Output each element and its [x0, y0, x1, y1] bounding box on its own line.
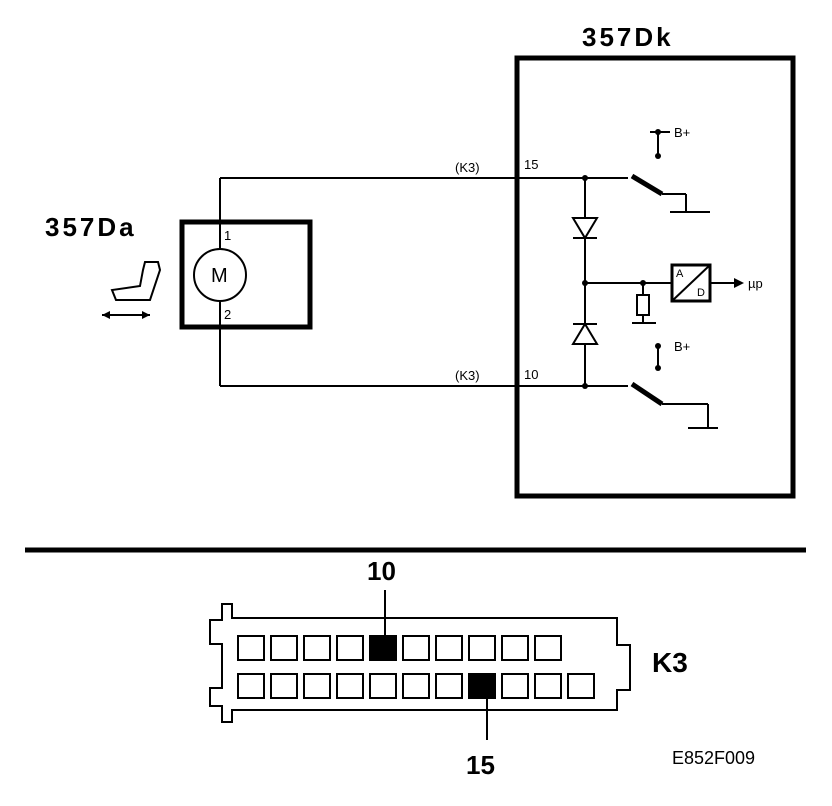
switch-icon [585, 343, 709, 428]
connector-pin [501, 673, 529, 699]
connector-pin [237, 673, 265, 699]
switch-icon [585, 129, 687, 212]
motor-unit-label: 357Da [45, 212, 137, 242]
adc-top-letter: A [676, 268, 684, 280]
adc-bottom-letter: D [697, 287, 705, 299]
connector-pin [270, 635, 298, 661]
connector-pin [336, 673, 364, 699]
wire-top-pin-label: 15 [524, 157, 538, 172]
connector-name: K3 [652, 647, 688, 678]
connector-row-top [237, 635, 562, 661]
connector-housing [209, 603, 631, 723]
motor-unit-box [179, 219, 313, 330]
connector-pin-active [369, 635, 397, 661]
connector-pin-active [468, 673, 496, 699]
connector-pin [435, 635, 463, 661]
motor-pin-bottom: 2 [224, 307, 231, 322]
adc-icon [670, 263, 744, 303]
connector-pin [369, 673, 397, 699]
connector-pin [435, 673, 463, 699]
pin-10-label: 10 [367, 556, 396, 586]
supply-top-label: B+ [674, 125, 690, 140]
connector-pin [336, 635, 364, 661]
motor-symbol: M [211, 265, 228, 287]
motor-icon [193, 178, 247, 386]
connector-pin [270, 673, 298, 699]
connector-pin [567, 673, 595, 699]
figure-code: E852F009 [672, 748, 755, 768]
seat-adjust-icon [102, 261, 162, 319]
wire-top-connector-label: (K3) [455, 160, 480, 175]
ecu-box [514, 55, 796, 499]
connector-pin [534, 673, 562, 699]
connector-pin [402, 635, 430, 661]
diode-icon [571, 322, 599, 345]
supply-bottom-label: B+ [674, 339, 690, 354]
connector-pin [303, 673, 331, 699]
connector-pin [402, 673, 430, 699]
connector-pin [303, 635, 331, 661]
connector-pin [237, 635, 265, 661]
connector-pin [501, 635, 529, 661]
adc-output-label: µp [748, 276, 763, 291]
connector-pin [534, 635, 562, 661]
wire-bottom-connector-label: (K3) [455, 368, 480, 383]
connector-row-bottom [237, 673, 595, 699]
motor-pin-top: 1 [224, 228, 231, 243]
resistor-icon [632, 283, 656, 324]
connector-pin [468, 635, 496, 661]
wire-bottom-pin-label: 10 [524, 367, 538, 382]
diode-icon [571, 217, 599, 240]
ecu-label: 357Dk [582, 22, 674, 52]
pin-15-label: 15 [466, 750, 495, 780]
